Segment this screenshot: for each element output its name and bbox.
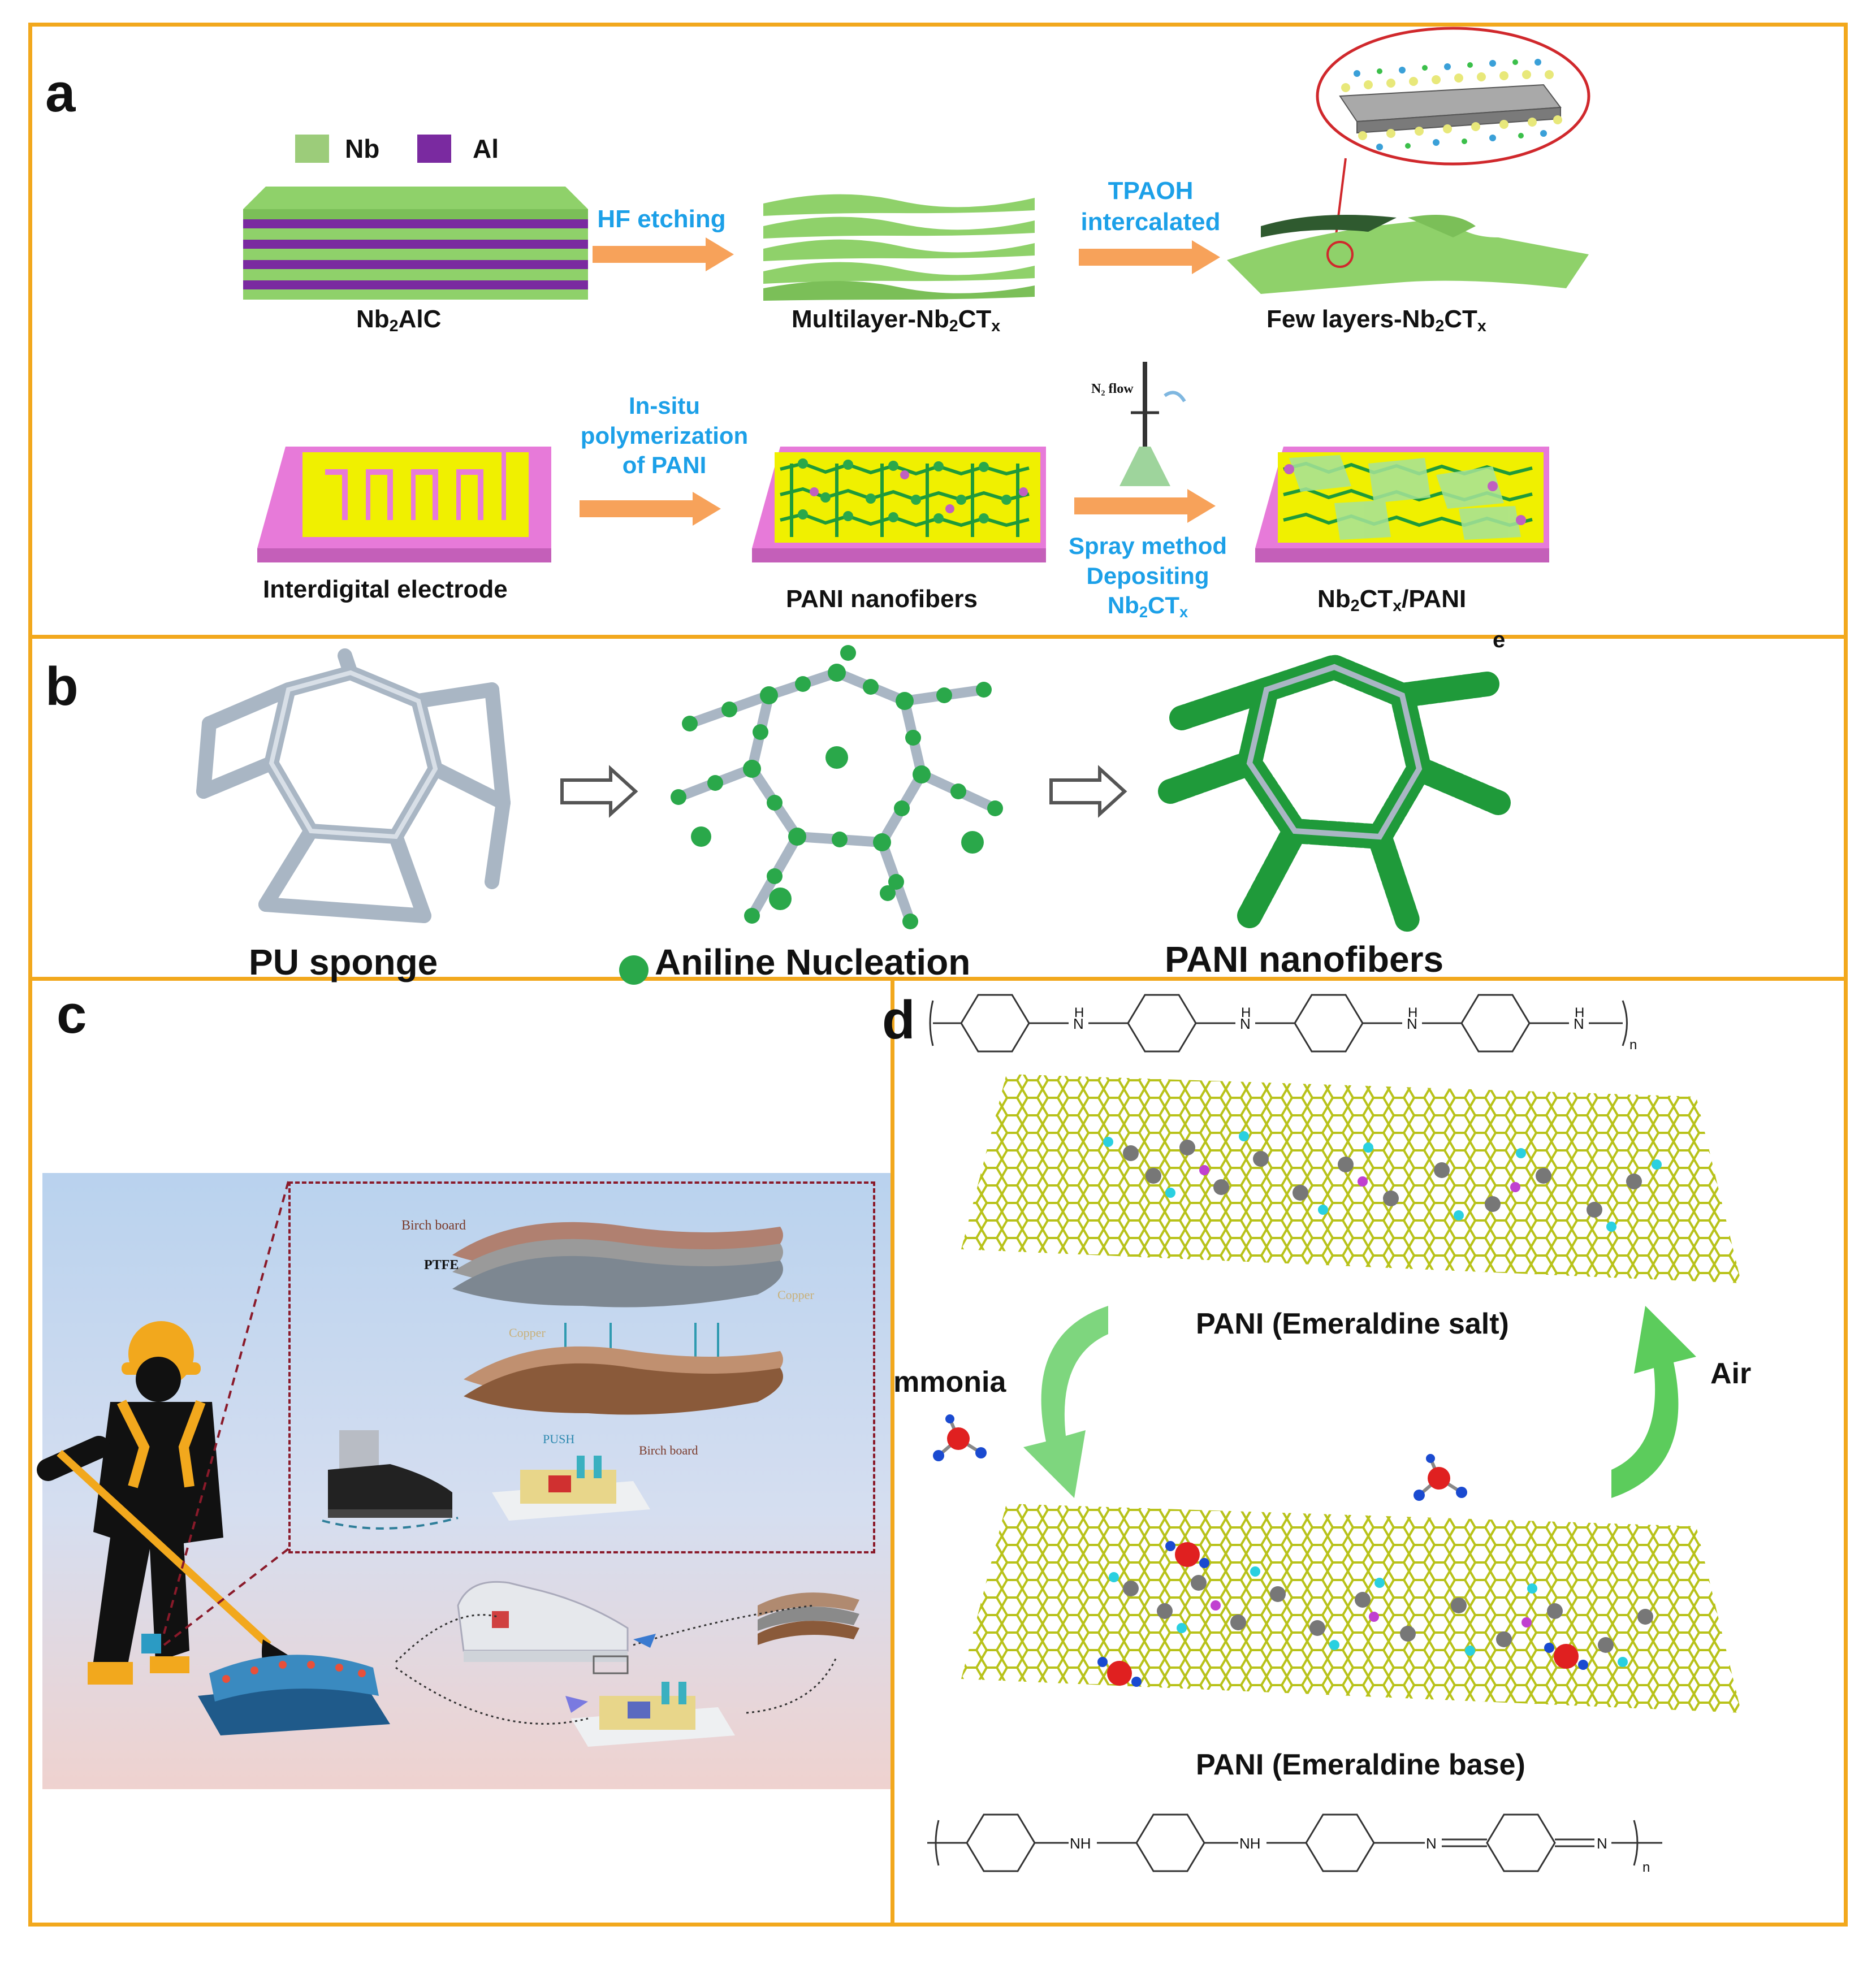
pani-on-electrode — [752, 447, 1046, 562]
salt-n-3: N — [1407, 1015, 1417, 1032]
teng-device-top — [492, 1456, 650, 1521]
emeraldine-base-label: PANI (Emeraldine base) — [1196, 1748, 1525, 1781]
process-arrow-1 — [593, 237, 734, 271]
process-arrow-b1 — [560, 765, 638, 818]
hf-etching-label: HF etching — [597, 205, 726, 233]
copper-right-label: Copper — [777, 1288, 814, 1302]
pani-nanofiber-network — [1158, 655, 1511, 934]
graphene-sheet-top — [961, 1074, 1741, 1283]
base-n-1: N — [1426, 1835, 1437, 1852]
n2-flow-label: N₂ flow — [1091, 382, 1134, 396]
salt-n-1: N — [1073, 1015, 1084, 1032]
emeraldine-base-structure — [927, 1813, 1662, 1872]
few-layers-label: Few layers-Nb2CTx — [1266, 305, 1486, 336]
teng-device-bottom — [571, 1682, 735, 1747]
panel-a-letter: a — [45, 63, 76, 123]
few-layers-nb2ctx — [1227, 27, 1590, 294]
birch-board-top-label: Birch board — [401, 1218, 466, 1233]
multilayer-nb2ctx — [763, 194, 1035, 301]
panel-d-letter: d — [882, 990, 915, 1050]
legend-nb-swatch — [295, 135, 329, 163]
nb2alc-stack — [243, 187, 588, 300]
ammonia-arrow — [1023, 1306, 1108, 1498]
worker-illustration — [37, 1321, 308, 1690]
graphene-sheet-bottom — [961, 1504, 1741, 1713]
mxene-crystal — [1339, 84, 1562, 134]
spray-nozzle — [1119, 362, 1186, 486]
multilayer-label: Multilayer-Nb2CTx — [792, 305, 1001, 336]
process-arrow-3 — [580, 492, 721, 526]
legend-nb-label: Nb — [345, 134, 380, 163]
pu-sponge — [196, 648, 511, 923]
process-arrow-4 — [1074, 489, 1216, 523]
pu-sponge-label: PU sponge — [249, 942, 438, 982]
ammonia-molecule-center — [1414, 1454, 1467, 1501]
salt-h-3: H — [1408, 1005, 1418, 1020]
legend-al-label: Al — [473, 134, 499, 163]
birch-board-bottom-label: Birch board — [639, 1443, 698, 1457]
process-arrow-2 — [1079, 240, 1220, 274]
emeraldine-salt-label: PANI (Emeraldine salt) — [1196, 1308, 1509, 1340]
pani-nanofibers-label-b: PANI nanofibers — [1165, 939, 1444, 980]
stray-label-e: e — [1493, 627, 1506, 652]
panel-c-letter: c — [57, 984, 87, 1045]
base-nh-2: NH — [1239, 1835, 1261, 1852]
mxene-surface-atoms — [1341, 59, 1562, 150]
copper-left-label: Copper — [509, 1326, 546, 1340]
legend-al-swatch — [417, 135, 451, 163]
salt-repeat-n: n — [1629, 1037, 1637, 1053]
interdigital-label: Interdigital electrode — [263, 575, 508, 603]
ptfe-label: PTFE — [424, 1258, 459, 1272]
salt-h-2: H — [1241, 1005, 1251, 1020]
base-nh-1: NH — [1070, 1835, 1091, 1852]
air-label: Air — [1710, 1357, 1752, 1390]
nb2alc-label: Nb2AlC — [356, 305, 442, 336]
white-shoe — [457, 1581, 629, 1662]
pani-nanofibers-label-a: PANI nanofibers — [786, 585, 978, 613]
aniline-nucleation — [671, 645, 1003, 929]
base-n-2: N — [1597, 1835, 1607, 1852]
push-label: PUSH — [543, 1432, 575, 1446]
aniline-nucleation-label: Aniline Nucleation — [655, 942, 971, 982]
salt-h-1: H — [1074, 1005, 1084, 1020]
ammonia-molecule-left — [933, 1414, 987, 1461]
sensor-film — [198, 1655, 390, 1735]
salt-n-2: N — [1240, 1015, 1251, 1032]
panel-b-letter: b — [45, 656, 79, 717]
salt-h-4: H — [1575, 1005, 1585, 1020]
insole-stack-small — [758, 1592, 859, 1645]
salt-n-4: N — [1574, 1015, 1584, 1032]
ammonia-label: mmonia — [893, 1366, 1006, 1399]
process-arrow-b2 — [1049, 765, 1127, 818]
insole-exploded-view — [452, 1222, 783, 1415]
connection-lines — [395, 1604, 838, 1725]
base-repeat-n: n — [1642, 1860, 1650, 1875]
nb2ctx-pani-device — [1255, 447, 1549, 562]
panel-d-frame — [891, 977, 1848, 1927]
aniline-dot — [619, 955, 649, 985]
safety-boot — [322, 1430, 459, 1530]
air-arrow — [1611, 1306, 1696, 1498]
zoom-box — [288, 1181, 875, 1553]
emeraldine-salt-structure — [929, 994, 1628, 1053]
zoom-lines — [163, 1181, 289, 1646]
nb2ctx-pani-label: Nb2CTx/PANI — [1317, 585, 1467, 616]
interdigital-electrode — [257, 447, 551, 562]
